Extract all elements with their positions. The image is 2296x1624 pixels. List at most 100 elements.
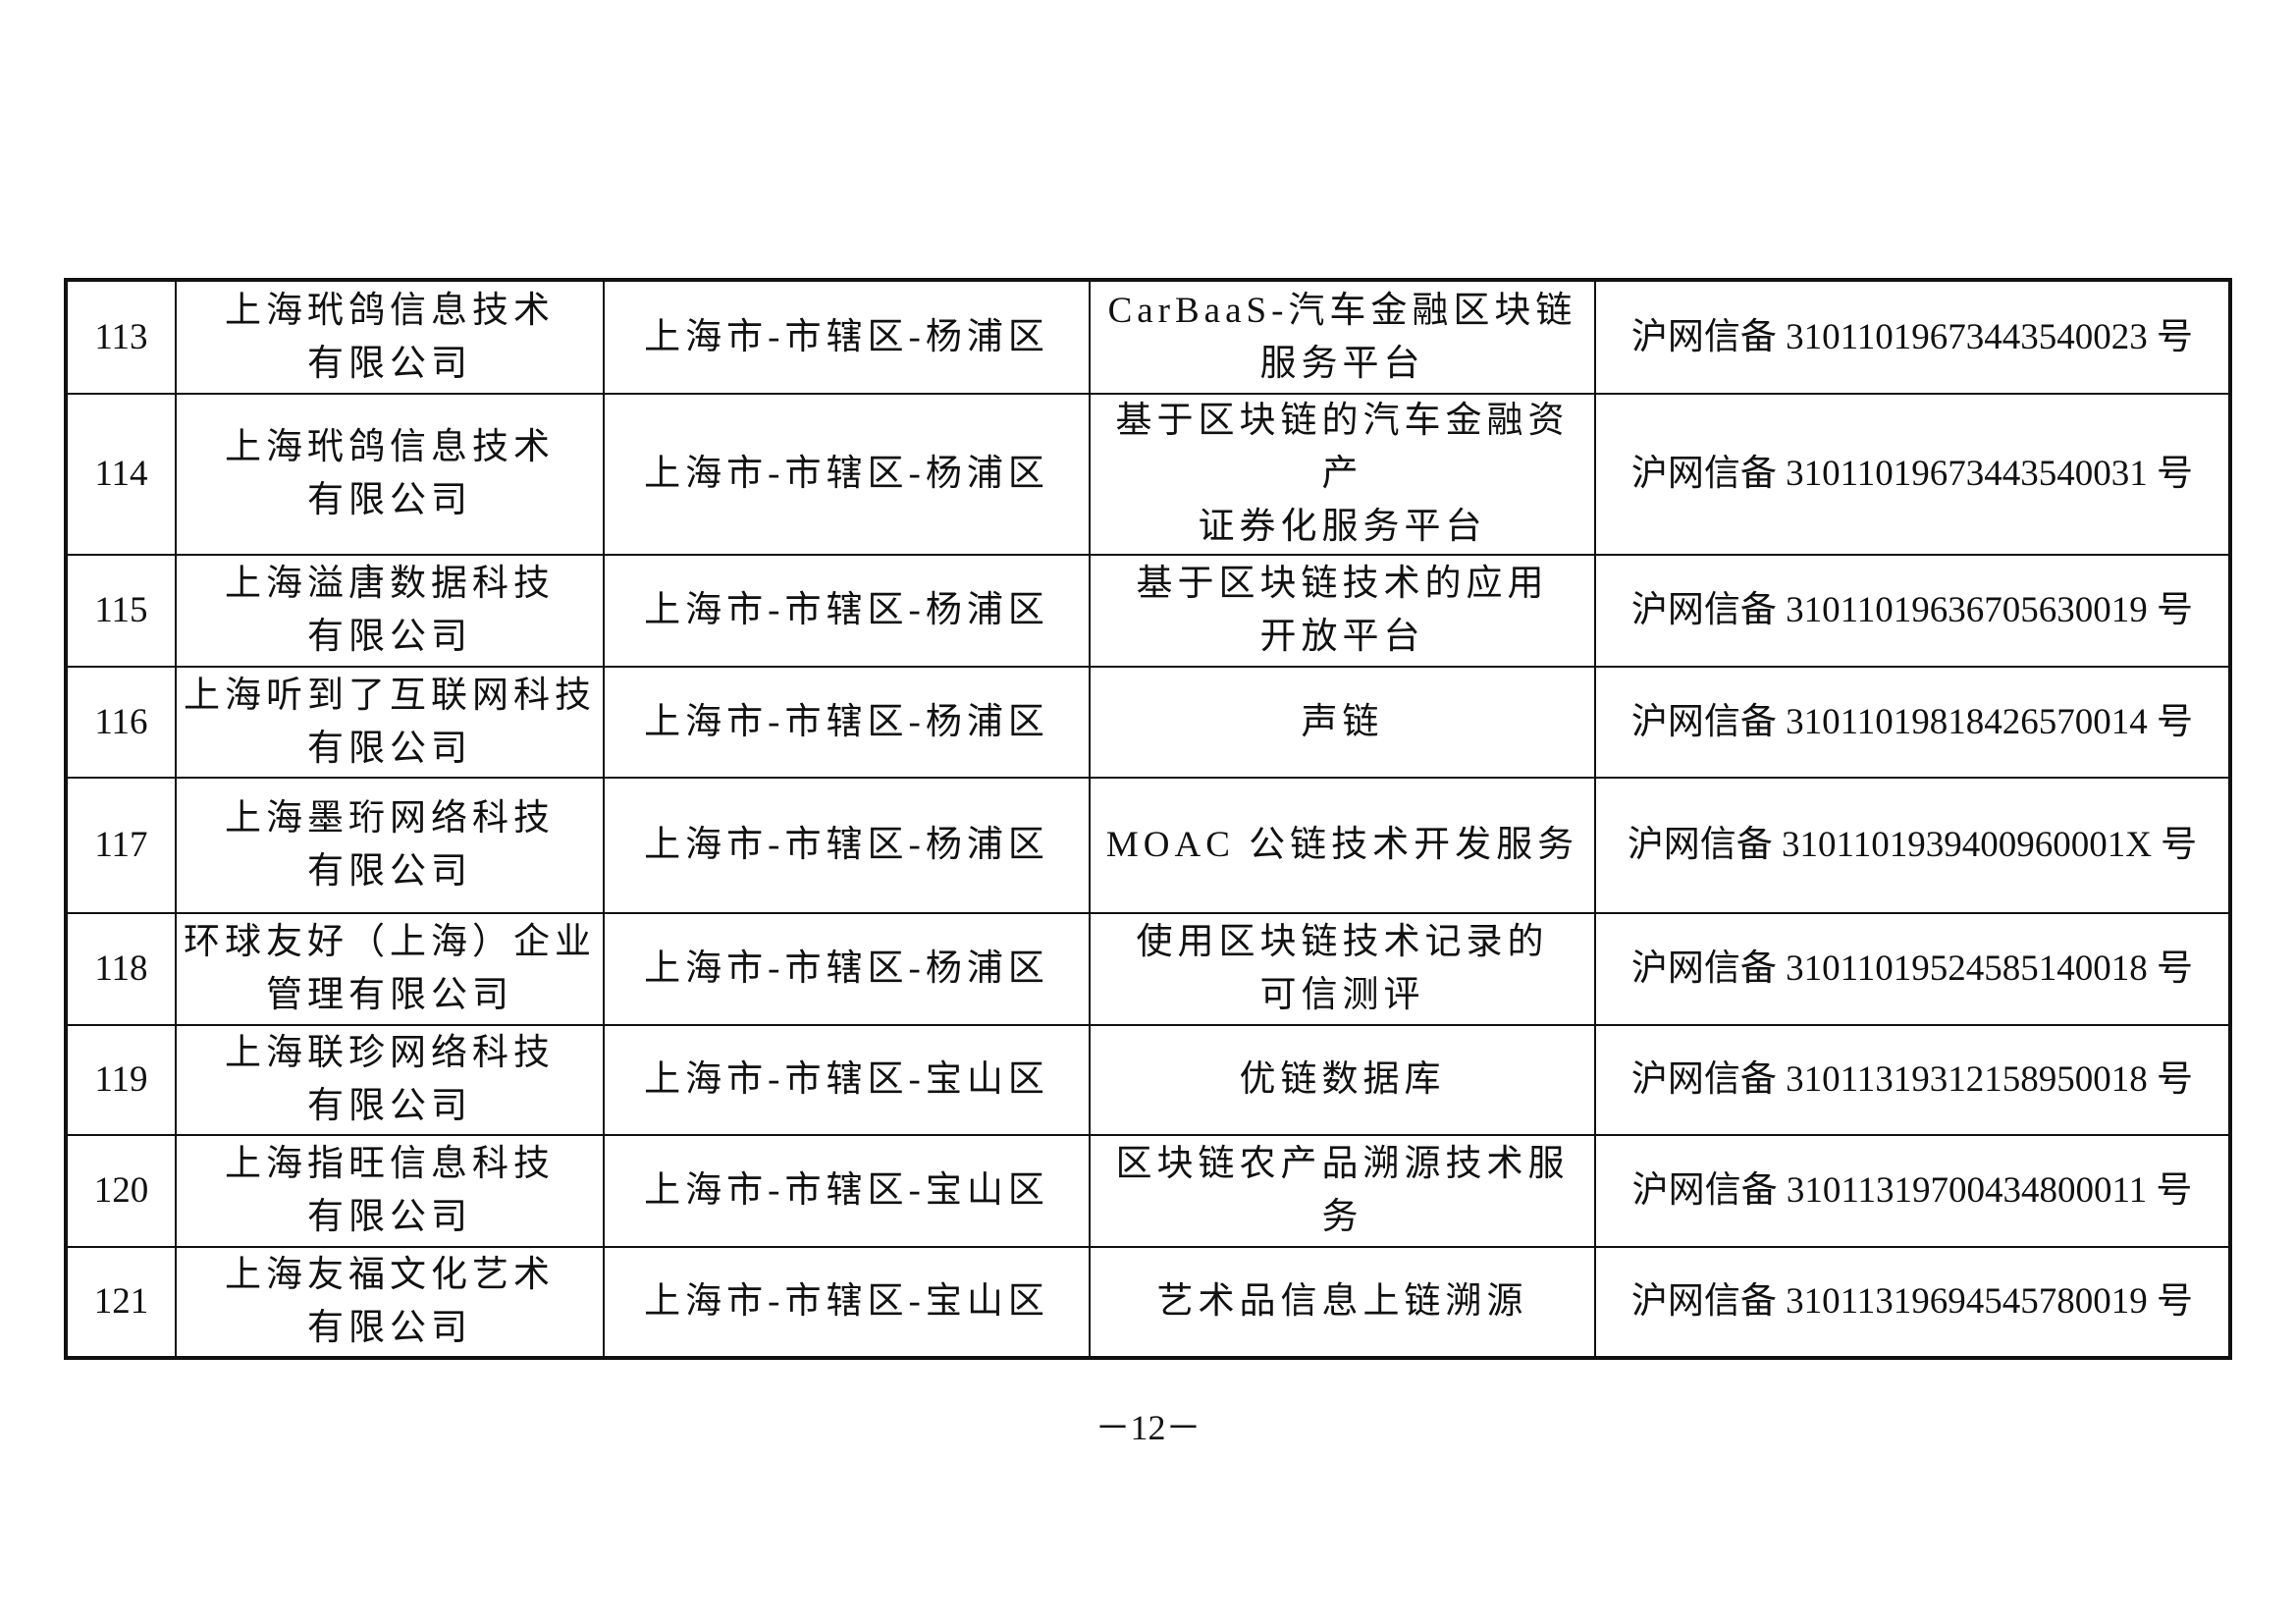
record-number-text: 沪网信备 31011019636705630019 号 bbox=[1630, 590, 2194, 630]
location-text: 上海市-市辖区-杨浦区 bbox=[644, 825, 1049, 865]
row-number-text: 121 bbox=[93, 1281, 149, 1322]
row-number: 114 bbox=[65, 393, 177, 556]
service-name: CarBaaS-汽车金融区块链服务平台 bbox=[1089, 279, 1596, 395]
company-name-text: 有限公司 bbox=[307, 1197, 472, 1237]
service-name: 艺术品信息上链溯源 bbox=[1089, 1246, 1596, 1359]
company-name: 上海玳鸽信息技术有限公司 bbox=[175, 279, 605, 395]
company-name: 上海玳鸽信息技术有限公司 bbox=[175, 393, 605, 556]
service-name-text: 证券化服务平台 bbox=[1198, 507, 1487, 547]
record-number: 沪网信备 31011019673443540023 号 bbox=[1594, 279, 2231, 395]
service-name-text: 开放平台 bbox=[1259, 617, 1425, 657]
service-name: 声链 bbox=[1089, 666, 1596, 779]
service-name-text: 基于区块链的汽车金融资产 bbox=[1115, 401, 1570, 494]
service-name-text: 声链 bbox=[1301, 701, 1384, 742]
service-name-text: 使用区块链技术记录的 bbox=[1136, 922, 1549, 962]
company-name-text: 上海墨珩网络科技 bbox=[225, 798, 555, 839]
record-number-text: 沪网信备 31011019673443540031 号 bbox=[1630, 454, 2194, 494]
company-name-text: 有限公司 bbox=[307, 1308, 472, 1348]
company-name-text: 有限公司 bbox=[307, 343, 472, 384]
record-number: 沪网信备 31011019636705630019 号 bbox=[1594, 554, 2231, 668]
row-number: 117 bbox=[65, 777, 177, 914]
page-number: －12－ bbox=[1095, 1408, 1201, 1447]
company-name-text: 有限公司 bbox=[307, 851, 472, 892]
row-number: 116 bbox=[65, 666, 177, 779]
location-text: 上海市-市辖区-宝山区 bbox=[644, 1059, 1049, 1100]
company-name-text: 上海听到了互联网科技 bbox=[184, 675, 596, 716]
location-text: 上海市-市辖区-杨浦区 bbox=[644, 316, 1049, 357]
service-name: 基于区块链技术的应用开放平台 bbox=[1089, 554, 1596, 668]
row-number: 119 bbox=[65, 1024, 177, 1136]
company-name: 上海指旺信息科技有限公司 bbox=[175, 1134, 605, 1248]
row-number-text: 118 bbox=[94, 948, 148, 989]
location: 上海市-市辖区-杨浦区 bbox=[603, 912, 1091, 1026]
service-name: 基于区块链的汽车金融资产证券化服务平台 bbox=[1089, 393, 1596, 556]
row-number-text: 119 bbox=[94, 1059, 148, 1100]
company-name: 上海墨珩网络科技有限公司 bbox=[175, 777, 605, 914]
company-name-text: 上海玳鸽信息技术 bbox=[225, 427, 555, 467]
record-number: 沪网信备 31011019818426570014 号 bbox=[1594, 666, 2231, 779]
company-name-text: 有限公司 bbox=[307, 728, 472, 769]
location-text: 上海市-市辖区-宝山区 bbox=[644, 1281, 1049, 1322]
company-name-text: 上海联珍网络科技 bbox=[225, 1033, 555, 1073]
company-name: 上海联珍网络科技有限公司 bbox=[175, 1024, 605, 1136]
service-name: 使用区块链技术记录的可信测评 bbox=[1089, 912, 1596, 1026]
row-number: 118 bbox=[65, 912, 177, 1026]
company-name-text: 有限公司 bbox=[307, 480, 472, 520]
record-number: 沪网信备 31011019524585140018 号 bbox=[1594, 912, 2231, 1026]
service-name: 区块链农产品溯源技术服务 bbox=[1089, 1134, 1596, 1248]
record-number-text: 沪网信备 31011019524585140018 号 bbox=[1630, 948, 2194, 989]
row-number-text: 115 bbox=[94, 590, 148, 630]
location: 上海市-市辖区-杨浦区 bbox=[603, 393, 1091, 556]
row-number: 120 bbox=[65, 1134, 177, 1248]
location: 上海市-市辖区-杨浦区 bbox=[603, 777, 1091, 914]
company-name-text: 上海指旺信息科技 bbox=[225, 1144, 555, 1184]
service-name-text: CarBaaS-汽车金融区块链 bbox=[1107, 290, 1577, 331]
record-number-text: 沪网信备 31011019673443540023 号 bbox=[1630, 316, 2194, 357]
row-number-text: 113 bbox=[94, 316, 148, 357]
service-name-text: 优链数据库 bbox=[1239, 1059, 1446, 1100]
row-number-text: 120 bbox=[93, 1170, 149, 1211]
company-name-text: 上海友福文化艺术 bbox=[225, 1255, 555, 1295]
location: 上海市-市辖区-杨浦区 bbox=[603, 666, 1091, 779]
location-text: 上海市-市辖区-宝山区 bbox=[644, 1170, 1049, 1211]
record-number: 沪网信备 31011319700434800011 号 bbox=[1594, 1134, 2231, 1248]
record-number: 沪网信备 31011019673443540031 号 bbox=[1594, 393, 2231, 556]
location: 上海市-市辖区-宝山区 bbox=[603, 1246, 1091, 1359]
company-name-text: 上海溢唐数据科技 bbox=[225, 564, 555, 604]
location-text: 上海市-市辖区-杨浦区 bbox=[644, 590, 1049, 630]
record-number: 沪网信备 31011319312158950018 号 bbox=[1594, 1024, 2231, 1136]
row-number-text: 117 bbox=[94, 825, 148, 865]
company-name-text: 管理有限公司 bbox=[266, 975, 513, 1015]
service-name: MOAC 公链技术开发服务 bbox=[1089, 777, 1596, 914]
location-text: 上海市-市辖区-杨浦区 bbox=[644, 948, 1049, 989]
row-number-text: 116 bbox=[94, 701, 148, 742]
row-number: 115 bbox=[65, 554, 177, 668]
company-name: 环球友好（上海）企业管理有限公司 bbox=[175, 912, 605, 1026]
location: 上海市-市辖区-杨浦区 bbox=[603, 554, 1091, 668]
company-name-text: 有限公司 bbox=[307, 1086, 472, 1126]
service-name-text: 可信测评 bbox=[1259, 975, 1425, 1015]
location-text: 上海市-市辖区-杨浦区 bbox=[644, 454, 1049, 494]
record-number-text: 沪网信备 31011019818426570014 号 bbox=[1630, 701, 2194, 742]
location: 上海市-市辖区-杨浦区 bbox=[603, 279, 1091, 395]
service-name: 优链数据库 bbox=[1089, 1024, 1596, 1136]
row-number: 121 bbox=[65, 1246, 177, 1359]
service-name-text: MOAC 公链技术开发服务 bbox=[1105, 825, 1579, 865]
row-number-text: 114 bbox=[94, 454, 148, 494]
record-number-text: 沪网信备 31011319700434800011 号 bbox=[1631, 1170, 2193, 1211]
record-number-text: 沪网信备 31011319312158950018 号 bbox=[1630, 1059, 2194, 1100]
record-number-text: 沪网信备 3101101939400960001X 号 bbox=[1627, 825, 2198, 865]
record-number: 沪网信备 3101101939400960001X 号 bbox=[1594, 777, 2231, 914]
record-number-text: 沪网信备 31011319694545780019 号 bbox=[1630, 1281, 2194, 1322]
company-name-text: 上海玳鸽信息技术 bbox=[225, 290, 555, 331]
company-name: 上海友福文化艺术有限公司 bbox=[175, 1246, 605, 1359]
location-text: 上海市-市辖区-杨浦区 bbox=[644, 701, 1049, 742]
